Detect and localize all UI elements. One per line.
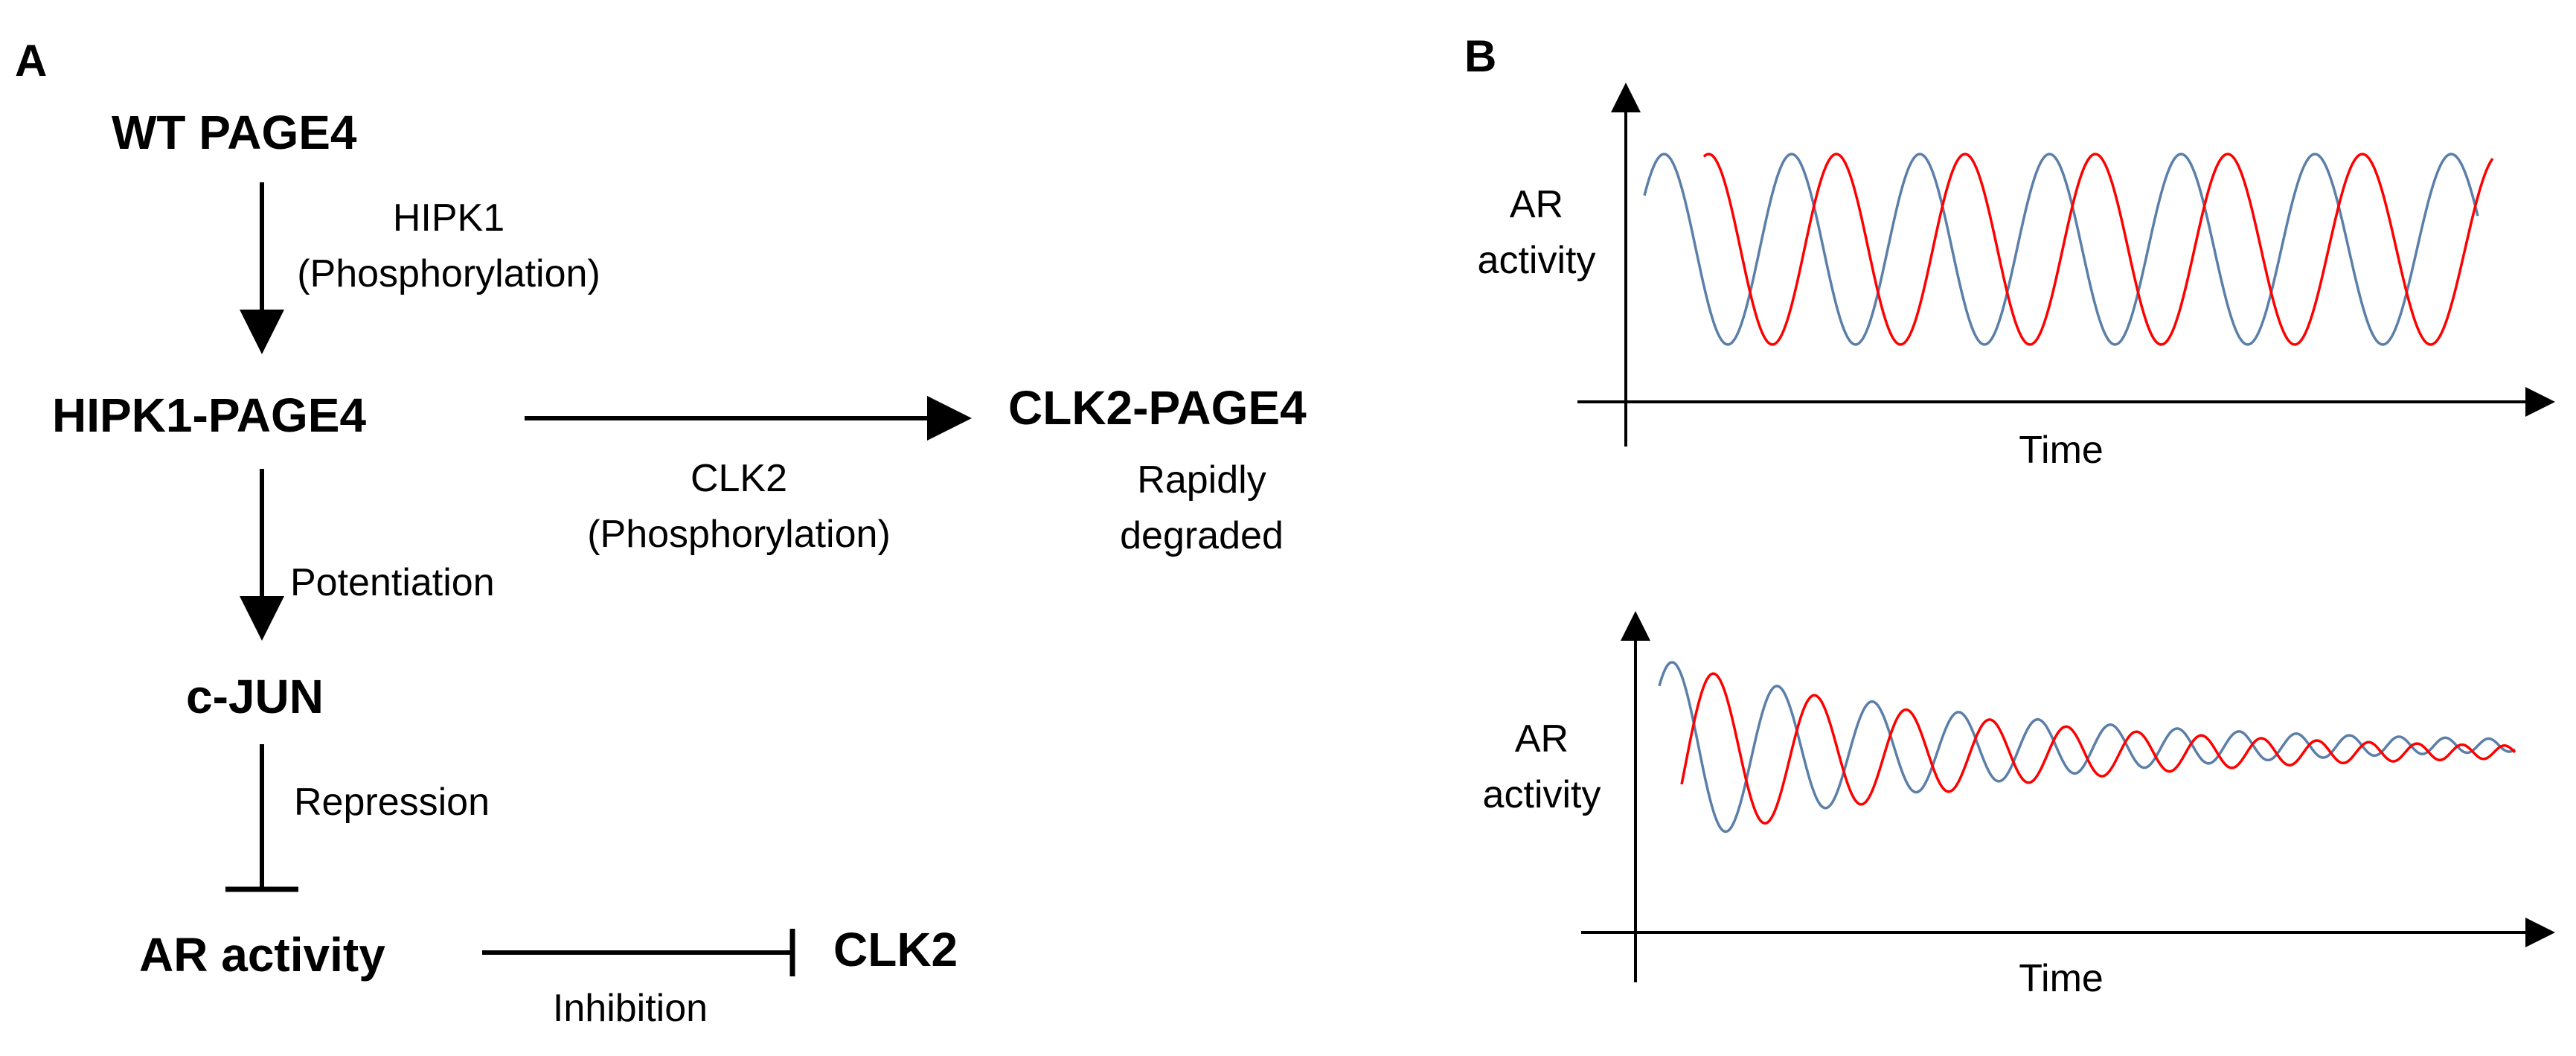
label-clk2-phosphorylation: (Phosphorylation) [587,513,891,556]
label-hipk1: HIPK1 [393,196,504,240]
label-potentiation: Potentiation [290,561,495,604]
panel-b: B AR activity Time AR activity Time [1464,31,2555,1000]
label-rapidly: Rapidly [1137,458,1266,502]
label-inhibition: Inhibition [553,987,708,1030]
top-series-blue [1643,153,2479,346]
bottom-ylabel-line1: AR [1515,717,1569,761]
label-repression: Repression [294,781,490,824]
label-clk2: CLK2 [691,457,787,500]
panel-b-letter: B [1464,31,1496,81]
label-hipk1-phosphorylation: (Phosphorylation) [297,252,600,295]
bottom-xlabel: Time [2019,957,2104,1000]
top-series-red [1702,153,2494,346]
bottom-series-blue [1658,661,2516,833]
node-c-jun: c-JUN [186,670,324,723]
node-clk2: CLK2 [833,923,958,976]
bottom-plot: AR activity Time [1483,611,2555,1000]
node-clk2-page4: CLK2-PAGE4 [1008,381,1307,435]
node-hipk1-page4: HIPK1-PAGE4 [52,388,366,442]
panel-a: A WT PAGE4 HIPK1-PAGE4 CLK2-PAGE4 c-JUN … [15,36,1307,1030]
bottom-series-red [1680,672,2516,825]
top-plot: AR activity Time [1478,83,2555,472]
top-ylabel-line1: AR [1510,183,1563,226]
panel-a-letter: A [15,36,47,86]
top-xlabel: Time [2019,429,2104,472]
top-ylabel-line2: activity [1478,239,1596,282]
node-wt-page4: WT PAGE4 [112,106,357,159]
node-ar-activity: AR activity [139,928,385,982]
bottom-ylabel-line2: activity [1483,773,1601,816]
label-degraded: degraded [1120,514,1284,557]
